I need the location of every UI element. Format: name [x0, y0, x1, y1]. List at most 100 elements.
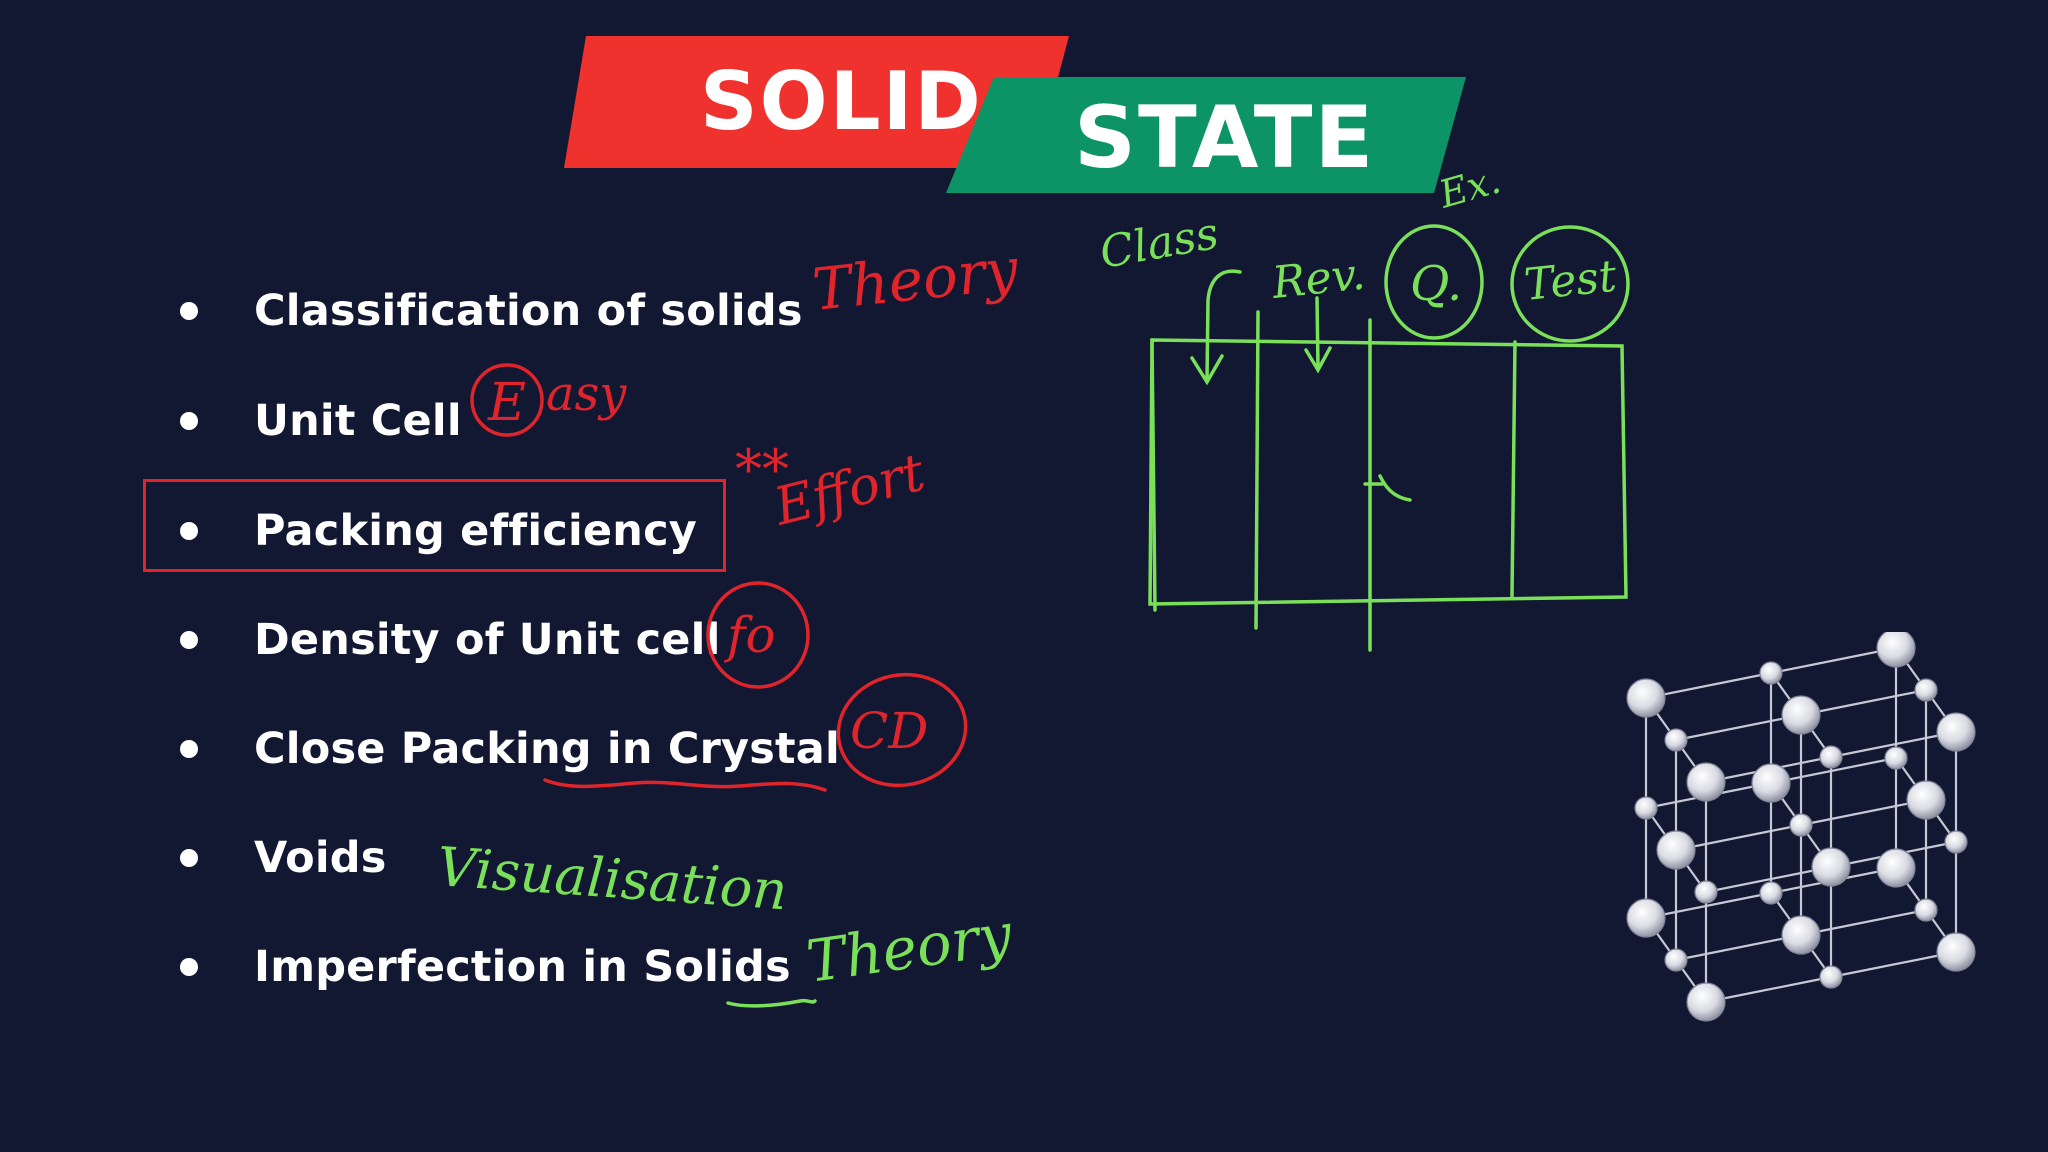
bullet-icon: [180, 958, 198, 976]
theory-green-note: Theory: [802, 900, 1016, 996]
topic-label: Imperfection in Solids: [254, 942, 791, 992]
topic-item: Voids: [170, 826, 387, 890]
lattice-bond: [1645, 671, 1772, 700]
lattice-atoms: [1626, 632, 1976, 1022]
green-annotation-text: Visualisation Theory Class Rev. Q. Test …: [435, 157, 1619, 995]
table-header-test: Test: [1522, 251, 1619, 311]
lattice-atom: [1906, 780, 1946, 820]
rev-arrow: [1304, 296, 1332, 374]
topic-label: Close Packing in Crystal: [254, 724, 840, 774]
lattice-atom: [1626, 898, 1666, 938]
easy-note-rest: asy: [546, 366, 627, 422]
effort-note: Effort: [768, 443, 931, 538]
class-arrow: [1190, 269, 1242, 386]
lattice-atom: [1686, 762, 1726, 802]
title-solid-banner: [564, 36, 1069, 168]
lattice-atom: [1914, 898, 1938, 922]
table-divider: [1510, 340, 1517, 598]
bullet-icon: [180, 522, 198, 540]
red-annotations: [470, 363, 968, 792]
topic-label: Packing efficiency: [254, 506, 698, 556]
topic-label: Classification of solids: [254, 286, 803, 336]
topic-item: Imperfection in Solids: [170, 935, 791, 999]
title-state-banner: [946, 77, 1466, 193]
table-header-q: Q.: [1410, 256, 1462, 312]
table-tick-mark: [1363, 474, 1412, 502]
lattice-bond: [1705, 975, 1832, 1004]
cd-note: CD: [850, 702, 928, 760]
test-circle: [1510, 225, 1630, 343]
table-header-rev: Rev.: [1269, 249, 1368, 310]
bullet-icon: [180, 412, 198, 430]
lattice-atom: [1664, 948, 1688, 972]
lattice-bond: [1675, 823, 1802, 852]
topic-label: Voids: [254, 833, 387, 883]
easy-letter-e: E: [487, 373, 526, 433]
lattice-bonds: [1644, 646, 1958, 1004]
lattice-atom: [1876, 848, 1916, 888]
lattice-atom: [1811, 847, 1851, 887]
lattice-atom: [1634, 796, 1658, 820]
lattice-atom: [1781, 915, 1821, 955]
lattice-bond: [1770, 646, 1897, 675]
lattice-atom: [1819, 965, 1843, 989]
lattice-atom: [1686, 982, 1726, 1022]
lattice-atom: [1884, 746, 1908, 770]
table-header-class: Class: [1096, 208, 1222, 279]
lattice-atom: [1914, 678, 1938, 702]
fo-note: fo: [723, 606, 776, 664]
title-word-state: STATE: [1074, 88, 1376, 188]
lattice-atom: [1664, 728, 1688, 752]
lattice-atom: [1876, 632, 1916, 668]
bullet-icon: [180, 849, 198, 867]
visualisation-note: Visualisation: [435, 835, 789, 922]
lattice-bond: [1675, 713, 1802, 742]
imperfection-underline: [726, 998, 817, 1008]
table-divider: [1150, 338, 1157, 612]
highlight-box: [143, 479, 726, 572]
topic-item: Classification of solids: [170, 279, 803, 343]
table-outline: [1148, 338, 1628, 606]
lattice-atom: [1759, 881, 1783, 905]
lattice-atom: [1789, 813, 1813, 837]
bullet-icon: [180, 302, 198, 320]
lattice-bond: [1800, 908, 1927, 937]
lattice-atom: [1656, 830, 1696, 870]
bullet-icon: [180, 631, 198, 649]
table-divider: [1254, 310, 1260, 630]
fo-circle: [706, 581, 810, 689]
cd-circle: [836, 672, 968, 788]
effort-stars: **: [735, 438, 789, 501]
topic-item: Close Packing in Crystal: [170, 717, 840, 781]
topic-item: Density of Unit cell: [170, 608, 721, 672]
lattice-atom: [1936, 932, 1976, 972]
bullet-icon: [180, 740, 198, 758]
lattice-bond: [1770, 756, 1897, 785]
topic-label: Density of Unit cell: [254, 615, 721, 665]
topic-label: Unit Cell: [254, 396, 462, 446]
lattice-atom: [1819, 745, 1843, 769]
table-header-ex: Ex.: [1433, 157, 1505, 216]
title-word-solid: SOLID: [700, 55, 983, 148]
lattice-atom: [1781, 695, 1821, 735]
red-annotation-text: Theory E asy ** Effort fo CD: [487, 235, 1022, 760]
lattice-bond: [1705, 865, 1832, 894]
lattice-bond: [1675, 933, 1802, 962]
lattice-atom: [1759, 661, 1783, 685]
theory-red-note: Theory: [809, 235, 1022, 324]
easy-circle: [470, 363, 544, 437]
lattice-atom: [1751, 763, 1791, 803]
lattice-bond: [1645, 891, 1772, 920]
green-annotations: [726, 224, 1630, 1008]
topic-item: Unit Cell: [170, 389, 462, 453]
close-packing-underline: [543, 778, 827, 792]
lattice-bond: [1800, 798, 1927, 827]
lattice-bond: [1800, 688, 1927, 717]
lattice-atom: [1694, 880, 1718, 904]
lattice-atom: [1936, 712, 1976, 752]
lattice-bond: [1830, 950, 1957, 979]
crystal-lattice-illustration: [1626, 632, 1976, 1022]
lattice-atom: [1944, 830, 1968, 854]
lattice-atom: [1626, 678, 1666, 718]
